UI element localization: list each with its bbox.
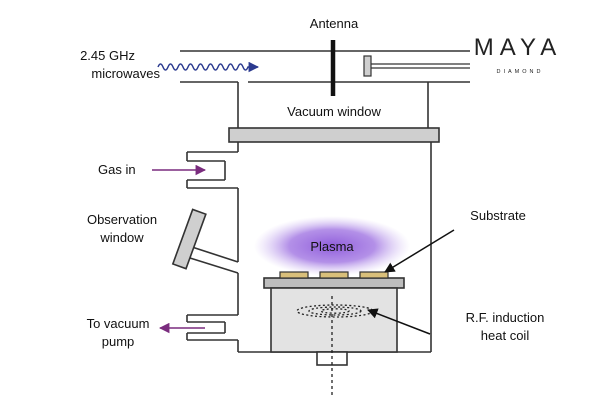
gas-inlet-port [186,151,238,189]
waveguide [180,50,470,83]
gas-in-label: Gas in [98,162,136,177]
vacuum-pump-label-line2: pump [102,334,135,349]
tuning-plunger [363,55,372,77]
antenna-label: Antenna [310,16,359,31]
observation-port [171,208,239,274]
microwaves-label-line1: 2.45 GHz [80,48,135,63]
rf-label-line2: heat coil [481,328,530,343]
substrate-pointer [384,229,455,273]
vacuum-pump-label-line1: To vacuum [87,316,150,331]
rf-coil-pointer [367,308,431,335]
logo-sub-text: DIAMOND [497,69,544,75]
maya-diamond-logo: MAYA DIAMOND [474,34,562,75]
substrate-label: Substrate [470,208,526,223]
vacuum-window-plate [228,127,440,143]
substrate-holder-plate [263,277,405,289]
plasma-glow [254,216,410,276]
substrate-piece [359,271,389,279]
vacuum-window-label: Vacuum window [287,104,381,119]
plasma-label: Plasma [310,239,354,254]
logo-main-text: MAYA [474,34,562,61]
heater-housing [270,287,398,353]
substrates [279,271,389,279]
rf-label-line1: R.F. induction [466,310,545,325]
substrate-piece [279,271,309,279]
observation-window-glass [171,208,207,270]
observation-label-line2: window [99,230,144,245]
vacuum-pump-port [186,314,238,341]
observation-label-line1: Observation [87,212,157,227]
substrate-piece [319,271,349,279]
microwaves-label-line2: microwaves [91,66,160,81]
microwave-wave [157,61,260,73]
